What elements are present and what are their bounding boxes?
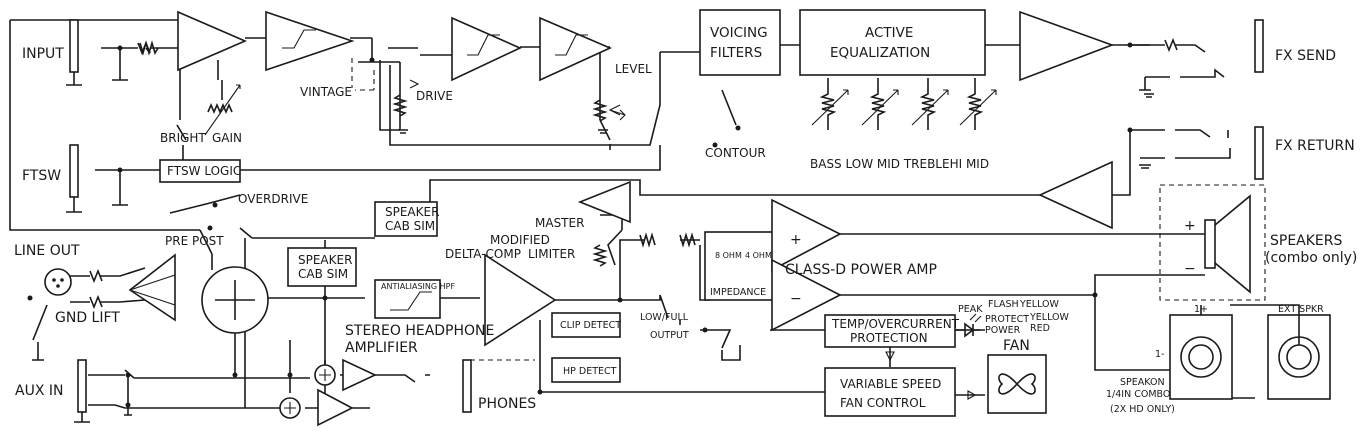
fan-ctrl-line-1: VARIABLE SPEED [840,377,941,391]
flash-label: FLASH [988,299,1019,310]
overdrive-label: OVERDRIVE [238,192,308,206]
red-label: RED [1030,323,1050,334]
jacks [44,19,1264,423]
speaker-minus: − [1184,261,1196,277]
drive-label: DRIVE [416,89,453,103]
active-equalization-box [799,9,986,76]
stereo-hp-line-1: STEREO HEADPHONE [345,323,494,339]
signal-wires [9,19,1266,416]
summing-junctions [201,266,336,419]
mod-delta-line-1: MODIFIED [490,233,550,247]
fan-ctrl-line-2: FAN CONTROL [840,396,926,410]
led-icon [955,313,982,338]
cab-sim-1-line-2: CAB SIM [385,219,435,233]
phones-label: PHONES [478,396,536,412]
mod-delta-line-3: LIMITER [528,247,575,261]
fan-label: FAN [1003,338,1030,354]
impedance-box [704,231,774,301]
speakon-connectors [1180,304,1320,378]
arrows [409,79,977,400]
class-d-minus: − [790,291,802,307]
fx-return-label: FX RETURN [1275,138,1355,154]
junction-dots [27,42,1133,408]
contour-switch [721,89,737,126]
bright-label: BRIGHT [160,131,206,145]
peak-label: PEAK [958,304,983,315]
speakon-line-2: 1/4IN COMBO [1106,389,1170,400]
eq-line-1: ACTIVE [865,25,913,41]
input-label: INPUT [22,46,64,62]
yellow-2-label: YELLOW [1029,312,1070,323]
filter-label: ANTIALIASING HPF [381,282,455,291]
ftsw-label: FTSW [22,168,61,184]
one-plus-label: 1+ [1194,304,1208,315]
imp-8-label: 8 OHM [715,251,742,260]
yellow-1-label: YELLOW [1019,299,1060,310]
hp-detect-box [551,357,621,383]
protect-label: PROTECT [985,314,1029,325]
filter-curve [390,291,432,311]
clip-detect-box [551,312,621,338]
stereo-hp-line-2: AMPLIFIER [345,340,418,356]
ground-symbols [398,93,1154,169]
fx-send-label: FX SEND [1275,48,1336,64]
ext-spkr-label: EXT SPKR [1278,304,1324,315]
impedance-label: IMPEDANCE [710,287,766,298]
level-label: LEVEL [615,62,652,76]
vintage-label: VINTAGE [300,85,352,99]
gnd-lift-label: GND LIFT [55,310,120,326]
aux-in-label: AUX IN [15,383,63,399]
class-d-plus: + [790,232,802,248]
speakon-line-3: (2X HD ONLY) [1110,404,1175,415]
pre-post-label: PRE POST [165,234,224,248]
contour-label: CONTOUR [705,146,766,160]
speaker-cab-sim-box-2 [287,247,357,287]
speaker-cone-icon [1160,194,1251,294]
cab-sim-1-line-1: SPEAKER [385,205,439,219]
clip-detect-label: CLIP DETECT [560,320,621,331]
speaker-cab-sim-box-1 [374,201,438,237]
ftsw-logic-box [159,159,241,183]
filter-box [374,279,441,319]
mod-delta-line-2: DELTA-COMP [445,247,521,261]
cab-sim-2-line-2: CAB SIM [298,267,348,281]
voicing-line-1: VOICING [710,25,768,41]
power-label: POWER [985,325,1021,336]
hp-detect-label: HP DETECT [563,366,617,377]
speakers-line-2: (combo only) [1265,250,1357,266]
eq-line-2: EQUALIZATION [830,45,930,61]
speaker-plus: + [1184,218,1196,234]
gain-label: GAIN [212,131,242,145]
output-label: OUTPUT [650,330,689,341]
master-label: MASTER [535,216,584,230]
resistors [139,40,696,267]
voicing-line-2: FILTERS [710,45,762,61]
eq-bands-label: BASS LOW MID TREBLEHI MID [810,157,989,171]
low-full-label: LOW/FULL [640,312,689,323]
temp-overcurrent-box [824,314,956,348]
cab-sim-2-line-1: SPEAKER [298,253,352,267]
temp-line-1: TEMP/OVERCURRENT [831,317,960,331]
fan-icon [987,354,1047,414]
imp-4-label: 4 OHM [745,251,772,260]
eq-controls [811,78,997,130]
temp-line-2: PROTECTION [850,331,928,345]
speakon-line-1: SPEAKON [1120,377,1165,388]
line-out-label: LINE OUT [14,243,80,259]
class-d-label: CLASS-D POWER AMP [785,262,937,278]
ftsw-logic-label: FTSW LOGIC [167,164,241,178]
amplifier-stages [128,10,1115,427]
speakers-line-1: SPEAKERS [1270,233,1343,249]
labels: INPUT FTSW LINE OUT GND LIFT AUX IN BRIG… [14,25,1357,415]
variable-speed-box [824,367,956,417]
voicing-filters-box [699,9,781,76]
one-minus-label: 1- [1155,349,1164,360]
